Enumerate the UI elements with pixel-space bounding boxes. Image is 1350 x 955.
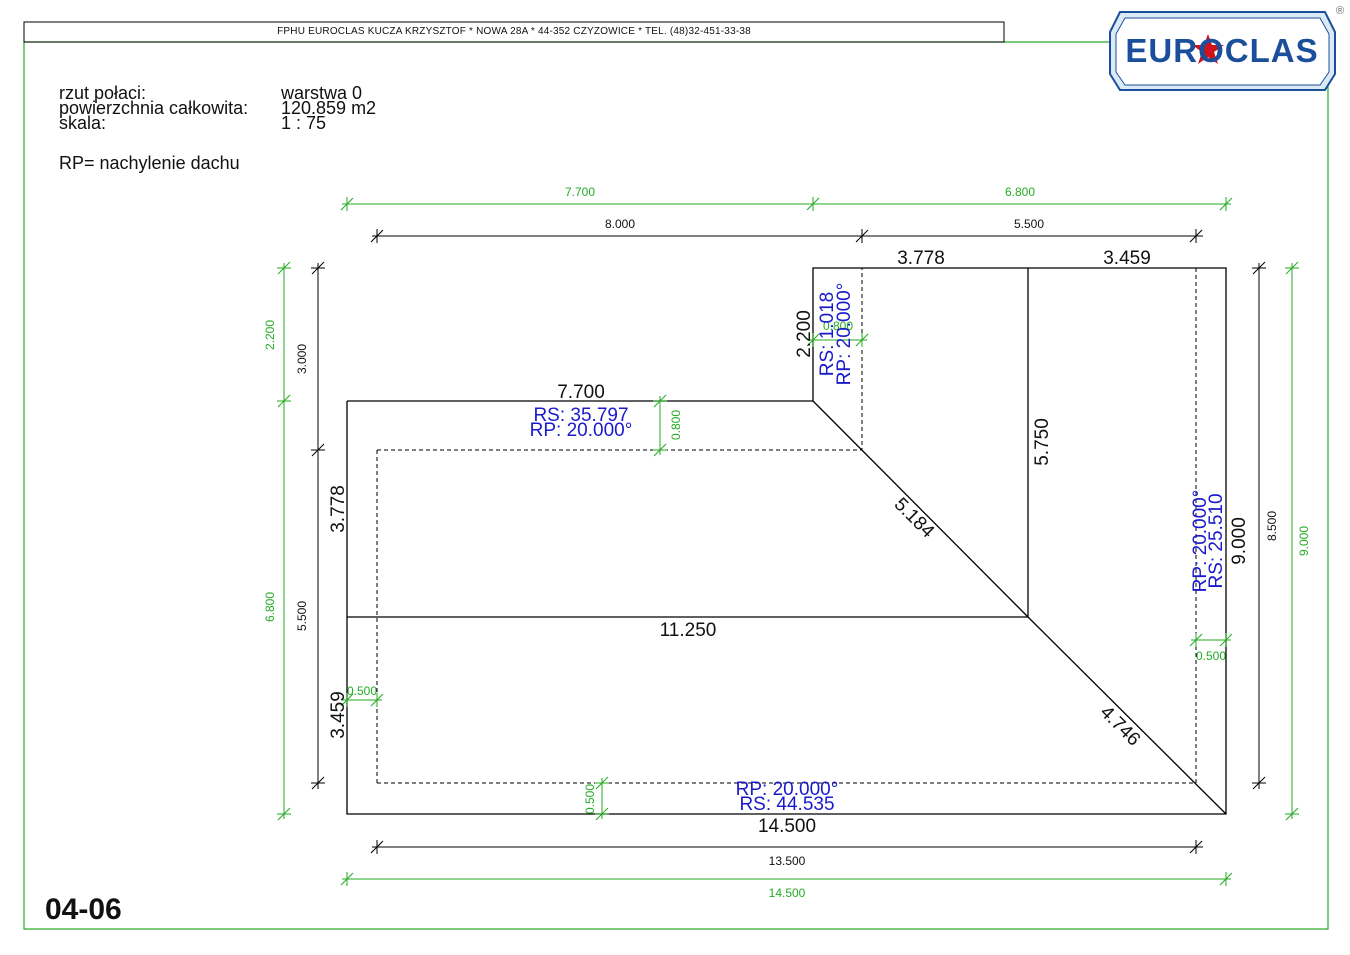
frame-border — [23, 41, 1329, 930]
face-bottom-rp: RP: 20.000° — [736, 779, 839, 800]
rzut-value: warstwa 0 — [281, 83, 363, 103]
face-bottom-rs: RS: 44.535 — [739, 794, 834, 815]
scale-label: skala: — [59, 113, 107, 133]
face-top-rp: RP: 20.000° — [530, 420, 633, 441]
dim-overhang-bottom: 0.500 — [583, 784, 597, 814]
dim-left-outer-top: 2.200 — [263, 320, 277, 350]
face-right-rs: RS: 25.510 — [1206, 493, 1227, 588]
dim-overhang-ridge: 0.800 — [669, 410, 683, 440]
face-small-rs: RS: 1.018 — [817, 292, 838, 377]
outer-edge — [346, 267, 1227, 815]
diagonal-lower-line — [1027, 616, 1227, 815]
face-top-rs: RS: 35.797 — [533, 405, 628, 426]
edge-middle-horizontal: 11.250 — [660, 620, 717, 641]
face-small-rp: RP: 20.000° — [834, 283, 855, 386]
area-label: powierzchnia całkowita: — [59, 98, 249, 118]
slope-legend: RP= nachylenie dachu — [59, 153, 240, 173]
wall-outline — [376, 268, 1197, 784]
company-header: FPHU EUROCLAS KUCZA KRZYSZTOF * NOWA 28A… — [277, 26, 751, 37]
rzut-label: rzut połaci: — [59, 83, 147, 103]
edge-left-upper: 3.778 — [328, 485, 349, 533]
euroclas-logo: EUROCLAS — [1109, 11, 1336, 91]
dim-right-inner: 8.500 — [1265, 511, 1279, 541]
dim-top-inner-right: 5.500 — [1014, 217, 1044, 231]
edge-right-side: 9.000 — [1229, 517, 1250, 565]
dim-overhang-left: 0.500 — [347, 684, 377, 698]
dim-bottom-outer: 14.500 — [769, 886, 806, 900]
green-dimension-texts: 7.700 6.800 14.500 2.200 6.800 9.000 0.8… — [263, 185, 1311, 900]
dim-left-inner-top: 3.000 — [295, 344, 309, 374]
edge-left-lower: 3.459 — [328, 691, 349, 739]
dim-top-outer-left: 7.700 — [565, 185, 595, 199]
dim-right-outer: 9.000 — [1297, 526, 1311, 556]
edge-top-small-left: 3.778 — [897, 248, 945, 269]
edge-ridge-top: 7.700 — [557, 382, 605, 403]
sheet-number: 04-06 — [45, 893, 122, 926]
dim-overhang-right: 0.500 — [1196, 649, 1226, 663]
face-labels: RS: 1.018 RP: 20.000° RS: 35.797 RP: 20.… — [530, 283, 1227, 815]
black-dimensions — [311, 229, 1266, 854]
dim-bottom-inner: 13.500 — [769, 854, 806, 868]
edge-diagonal-upper: 5.184 — [890, 494, 939, 543]
dim-top-outer-right: 6.800 — [1005, 185, 1035, 199]
dim-top-inner-left: 8.000 — [605, 217, 635, 231]
area-value: 120.859 m2 — [281, 98, 377, 118]
edge-length-texts: 3.778 3.459 2.200 7.700 3.778 3.459 11.2… — [328, 248, 1250, 837]
dim-left-inner-bottom: 5.500 — [295, 601, 309, 631]
edge-notch-vertical: 2.200 — [794, 310, 815, 358]
edge-bottom: 14.500 — [758, 816, 816, 837]
scale-value: 1 : 75 — [281, 113, 327, 133]
roof-outline — [346, 267, 1227, 815]
wall-top — [377, 268, 863, 451]
black-dimension-texts: 8.000 5.500 13.500 3.000 5.500 8.500 — [295, 217, 1279, 868]
title-bar-border — [23, 21, 1005, 43]
edge-valley-vertical: 5.750 — [1032, 418, 1053, 466]
logo-text: EUROCLAS — [1125, 32, 1318, 69]
star-icon — [1192, 34, 1224, 64]
registered-mark: ® — [1336, 5, 1345, 17]
diagonal-upper-line — [812, 400, 1029, 618]
edge-top-small-right: 3.459 — [1103, 248, 1151, 269]
dim-left-outer-bottom: 6.800 — [263, 592, 277, 622]
green-dimensions — [277, 197, 1299, 886]
face-right-rp: RP: 20.000° — [1190, 490, 1211, 593]
dim-overhang-top: 0.800 — [823, 319, 853, 333]
